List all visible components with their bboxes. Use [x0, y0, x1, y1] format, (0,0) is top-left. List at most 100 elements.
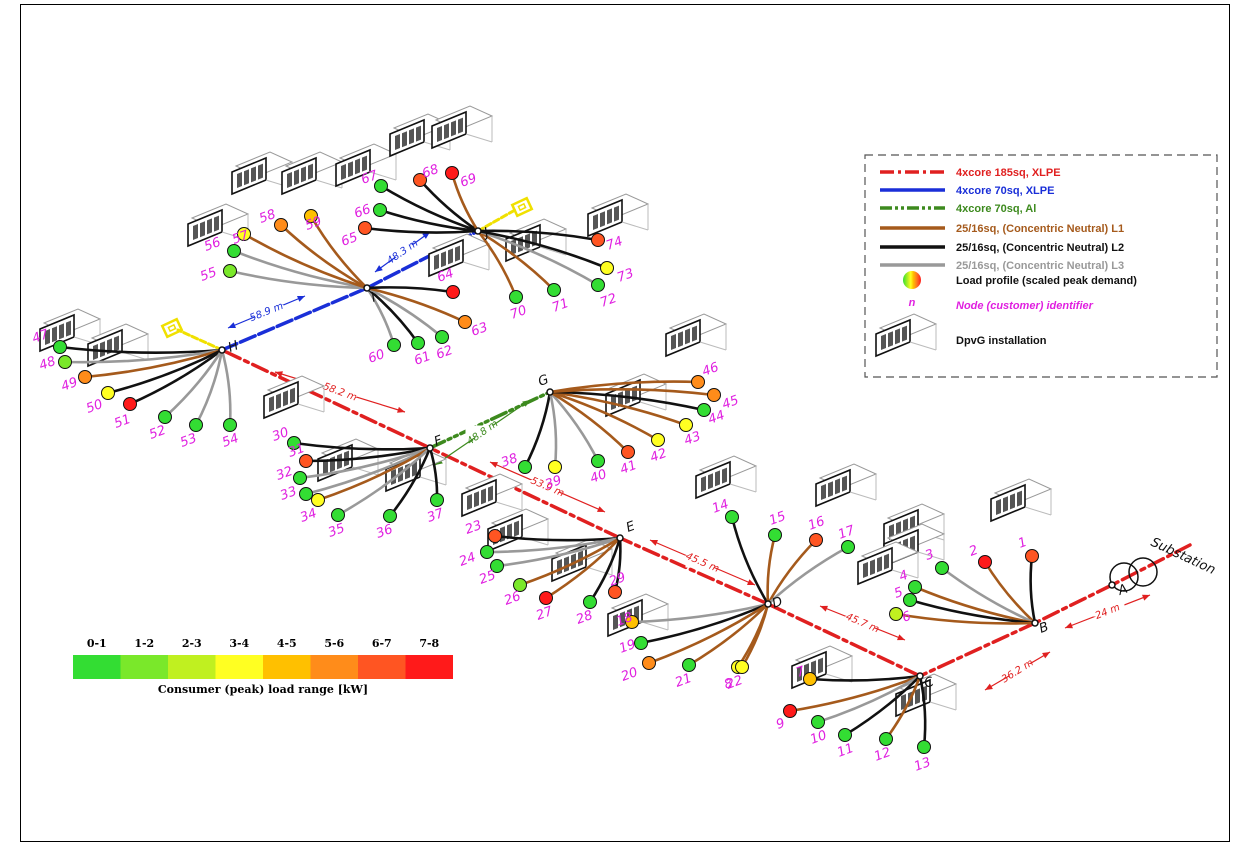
bus-node	[546, 388, 554, 396]
scale-range-label: 5-6	[324, 637, 344, 650]
feeder-stub	[476, 208, 517, 233]
scale-segment	[168, 655, 216, 679]
service-cable	[549, 390, 705, 412]
node-id-label: 71	[550, 296, 571, 316]
scale-range-label: 3-4	[229, 637, 249, 650]
node-id-label: 61	[412, 349, 433, 369]
load-profile-marker	[274, 218, 288, 232]
feeder-185sq	[766, 602, 922, 678]
distance-label-bg	[530, 480, 565, 492]
node-id-label: 28	[574, 608, 595, 628]
service-cable	[766, 539, 817, 605]
pv-panel-icon	[605, 373, 668, 418]
bus-node	[616, 534, 624, 542]
node-id-label: 31	[286, 441, 307, 461]
service-cable	[64, 348, 223, 364]
node-id-label: 63	[469, 320, 490, 340]
load-profile-marker	[682, 658, 696, 672]
load-profile-marker	[600, 261, 614, 275]
load-profile-marker	[311, 493, 325, 507]
scale-range-label: 1-2	[134, 637, 154, 650]
load-profile-marker	[651, 433, 665, 447]
load-profile-marker	[621, 445, 635, 459]
distance-label-bg	[465, 425, 500, 438]
node-symbol: n	[909, 297, 916, 309]
bus-node	[1031, 619, 1039, 627]
distance-label-bg	[685, 555, 720, 568]
bus-label-g: G	[536, 372, 551, 390]
node-id-label: 24	[457, 550, 478, 570]
node-id-label: 4	[897, 568, 910, 585]
scale-segment	[73, 655, 121, 679]
load-profile-marker	[707, 388, 721, 402]
legend-label: Load profile (scaled peak demand)	[956, 275, 1137, 287]
load-profile-marker	[518, 460, 532, 474]
node-id-label: 25	[477, 568, 498, 588]
bus-node	[426, 444, 434, 452]
arrowhead-icon	[397, 406, 405, 413]
node-id-label: 56	[202, 235, 223, 255]
node-id-label: 9	[774, 716, 787, 733]
load-profile-marker	[591, 233, 605, 247]
service-cable	[549, 387, 715, 397]
distance-label: 45.5 m	[684, 551, 721, 575]
service-cable	[549, 390, 687, 427]
node-id-label: 30	[270, 425, 291, 445]
bus-node	[474, 227, 482, 235]
node-id-label: 35	[326, 521, 347, 541]
load-profile-marker	[889, 607, 903, 621]
service-cable	[1029, 555, 1037, 624]
pv-panel-icon	[317, 438, 380, 483]
node-id-label: 26	[502, 589, 523, 609]
scale-caption: Consumer (peak) load range [kW]	[158, 683, 368, 696]
scale-range-label: 0-1	[87, 637, 107, 650]
load-profile-marker	[608, 585, 622, 599]
node-id-label: 68	[420, 162, 441, 182]
pv-panel-icon	[39, 308, 102, 353]
load-profile-marker	[625, 615, 639, 629]
diagram-border	[20, 4, 1230, 842]
load-profile-marker	[123, 397, 137, 411]
service-cable	[809, 674, 921, 682]
pv-panel-icon	[461, 473, 524, 518]
arrowhead-icon	[522, 400, 530, 407]
scale-segment	[120, 655, 168, 679]
service-cable	[767, 545, 849, 605]
legend-label: 25/16sq, (Concentric Neutral) L1	[956, 223, 1124, 235]
pv-panel-icon	[335, 143, 398, 188]
distance-label-bg	[323, 385, 357, 397]
load-profile-marker	[446, 285, 460, 299]
legend-label: DpvG installation	[956, 335, 1047, 347]
node-id-label: 52	[147, 423, 168, 443]
feeder-185sq	[1110, 543, 1192, 587]
service-cable	[164, 349, 224, 418]
service-cable	[59, 345, 223, 354]
load-profile-marker	[978, 555, 992, 569]
service-cable	[194, 349, 224, 426]
scale-range-label: 7-8	[419, 637, 439, 650]
service-cable	[688, 603, 769, 667]
load-profile-marker	[189, 418, 203, 432]
load-profile-marker	[809, 533, 823, 547]
bus-label-b: B	[1037, 620, 1051, 637]
node-id-label: 38	[499, 451, 520, 471]
service-cable	[309, 215, 368, 289]
load-profile-marker	[917, 740, 931, 754]
service-cable	[631, 602, 769, 624]
node-id-label: 48	[37, 354, 58, 374]
load-profile-marker	[304, 209, 318, 223]
service-cable	[494, 534, 621, 542]
load-profile-marker	[293, 471, 307, 485]
load-profile-marker	[158, 410, 172, 424]
node-id-label: 44	[706, 408, 727, 428]
load-profile-marker	[223, 418, 237, 432]
feeder-stub	[176, 328, 224, 352]
load-profile-marker	[879, 732, 893, 746]
pv-panel-icon	[875, 313, 938, 358]
node-id-label: 62	[434, 343, 455, 363]
load-profile-marker	[903, 593, 917, 607]
node-id-label: 53	[178, 431, 199, 451]
service-cable	[364, 226, 479, 234]
load-profile-marker	[735, 660, 749, 674]
